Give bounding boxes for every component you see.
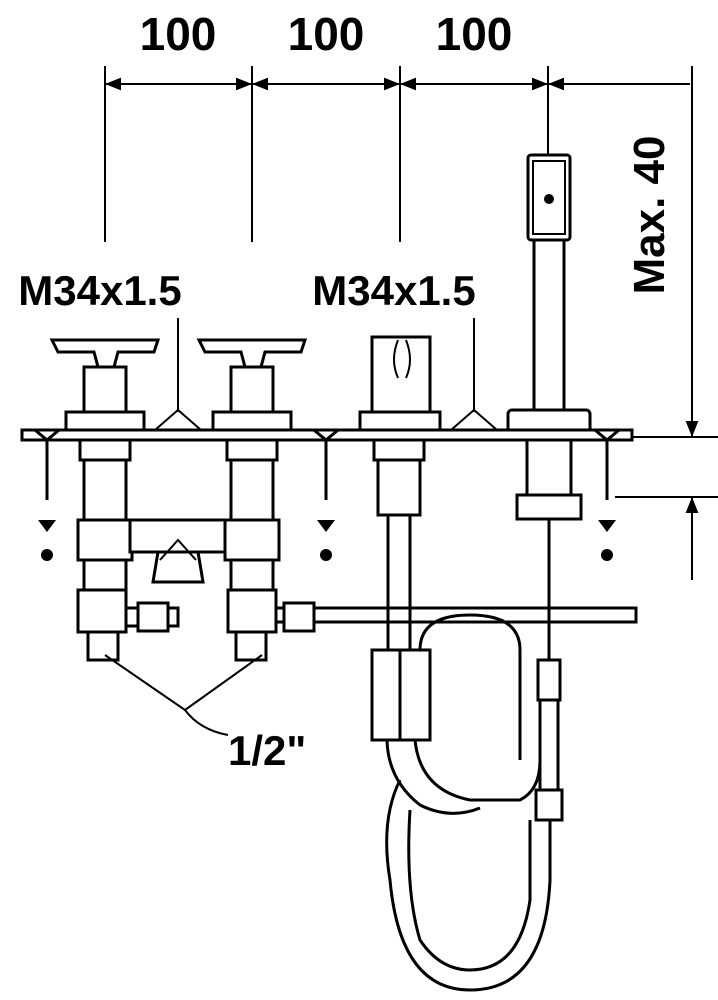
inlet-leader: [104, 654, 263, 736]
thread-label-left: M34x1.5: [18, 267, 181, 314]
max-height-label: Max. 40: [625, 136, 674, 295]
thread-label-right: M34x1.5: [312, 267, 475, 314]
spacing-label-3: 100: [436, 8, 513, 60]
spacing-label-1: 100: [140, 8, 217, 60]
shower-mount: [515, 438, 583, 822]
spacing-dimension: 100 100 100: [104, 8, 690, 242]
thread-leaders: [154, 318, 498, 431]
spacing-label-2: 100: [288, 8, 365, 60]
tap-middle: [196, 338, 308, 662]
hand-shower: [506, 153, 592, 434]
max-height-dimension: Max. 40: [615, 66, 718, 580]
hoses: [370, 515, 552, 992]
mixer-body: [124, 518, 638, 633]
tap-left: [49, 338, 161, 662]
diverter: [358, 335, 442, 517]
mounting-screws: [30, 428, 624, 561]
inlet-label: 1/2": [228, 727, 306, 774]
